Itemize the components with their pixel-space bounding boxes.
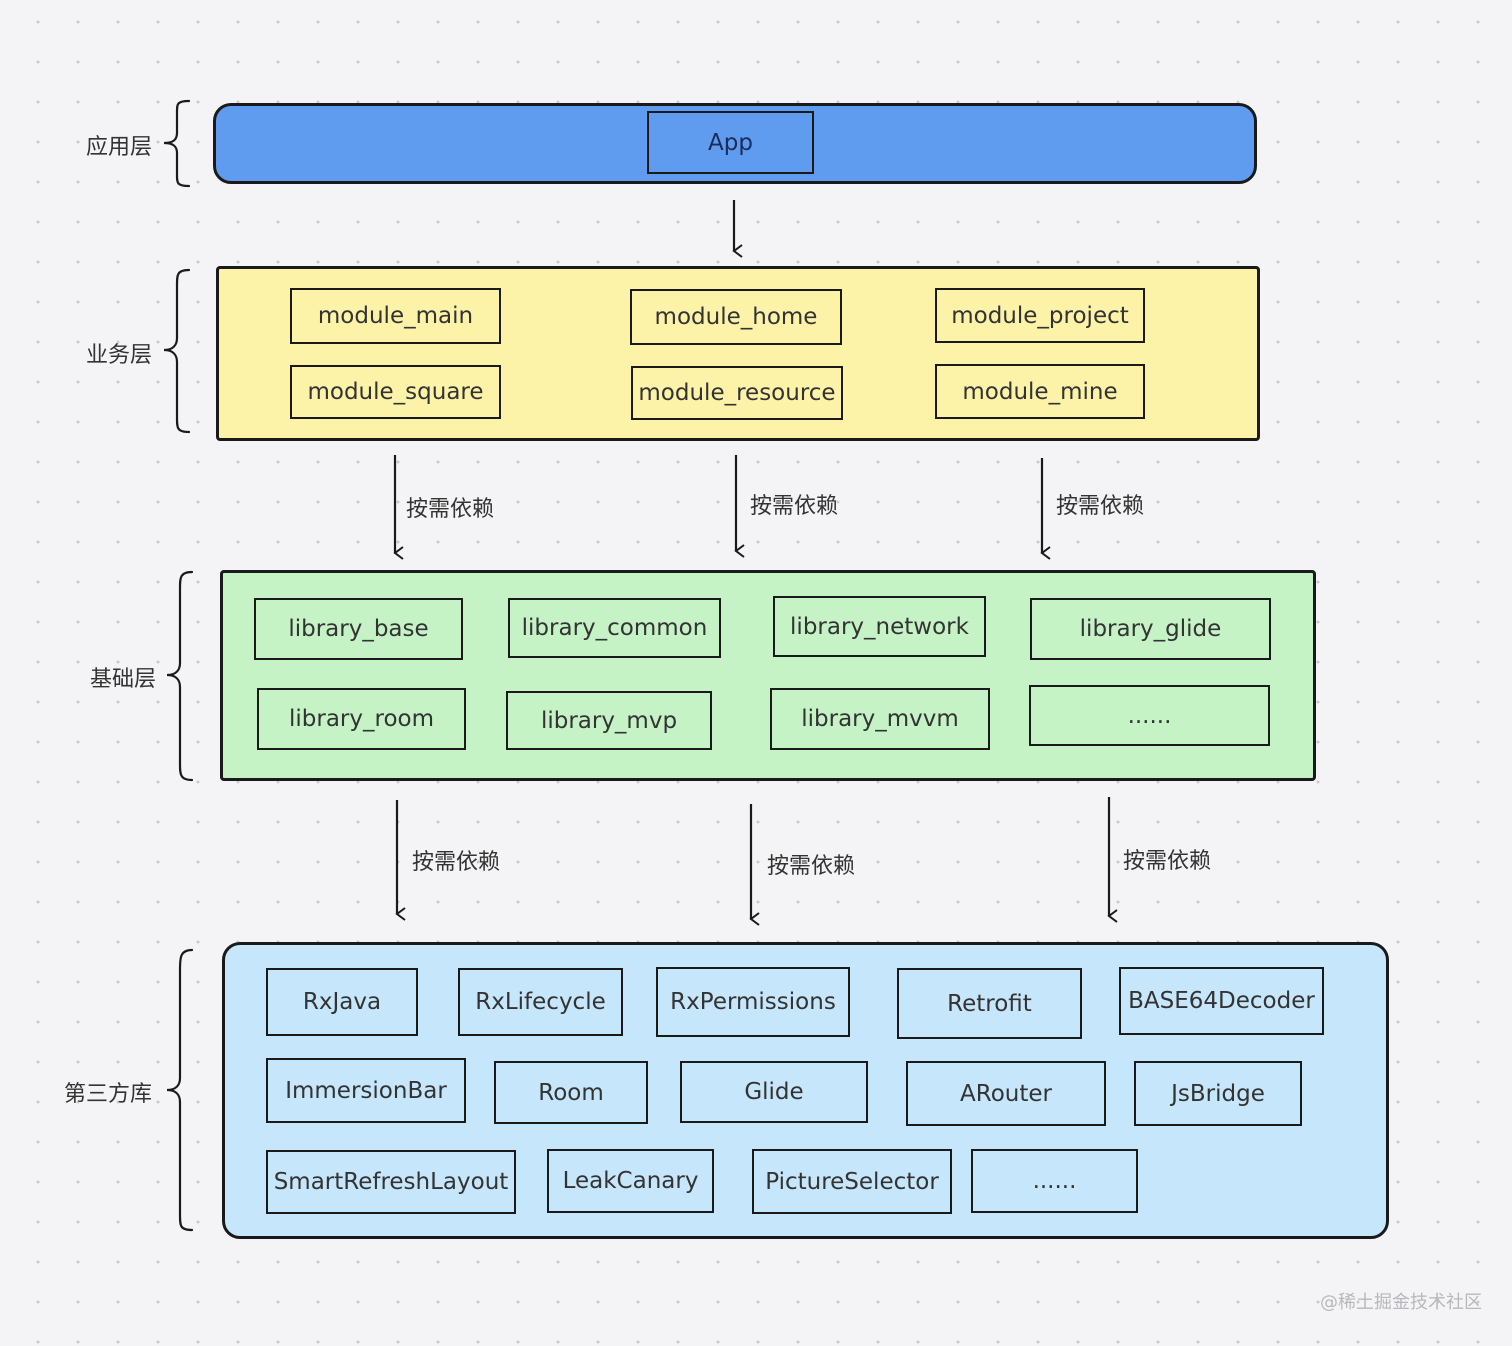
lib-glide[interactable]: Glide — [680, 1061, 868, 1123]
dependency-label: 按需依赖 — [1056, 494, 1145, 519]
third-party-layer-label: 第三方库 — [64, 1082, 153, 1107]
library-room[interactable]: library_room — [257, 688, 466, 750]
business-layer-brace — [163, 268, 191, 434]
lib-rxlifecycle[interactable]: RxLifecycle — [458, 968, 623, 1036]
lib-pictureselector[interactable]: PictureSelector — [752, 1149, 952, 1214]
lib-rxpermissions[interactable]: RxPermissions — [656, 967, 850, 1037]
library-base[interactable]: library_base — [254, 598, 463, 660]
business-layer-label: 业务层 — [86, 343, 153, 368]
module-square[interactable]: module_square — [290, 365, 501, 419]
app-layer-brace — [163, 99, 191, 188]
library-glide[interactable]: library_glide — [1030, 598, 1271, 660]
dependency-label: 按需依赖 — [1123, 849, 1212, 874]
library-network[interactable]: library_network — [773, 596, 986, 657]
library-common[interactable]: library_common — [508, 598, 721, 658]
dependency-label: 按需依赖 — [767, 854, 856, 879]
module-project[interactable]: module_project — [935, 288, 1145, 343]
base-layer-label: 基础层 — [90, 667, 157, 692]
module-mine[interactable]: module_mine — [935, 364, 1145, 419]
library-more[interactable]: ...... — [1029, 685, 1270, 746]
library-mvvm[interactable]: library_mvvm — [770, 688, 990, 750]
lib-jsbridge[interactable]: JsBridge — [1134, 1061, 1302, 1126]
library-mvp[interactable]: library_mvp — [506, 691, 712, 750]
lib-immersionbar[interactable]: ImmersionBar — [266, 1058, 466, 1123]
lib-retrofit[interactable]: Retrofit — [897, 968, 1082, 1039]
dependency-label: 按需依赖 — [412, 850, 501, 875]
module-home[interactable]: module_home — [630, 289, 842, 345]
lib-leakcanary[interactable]: LeakCanary — [547, 1149, 714, 1213]
app-layer-label: 应用层 — [86, 135, 153, 160]
watermark: @稀土掘金技术社区 — [1320, 1292, 1482, 1313]
lib-more[interactable]: ...... — [971, 1149, 1138, 1213]
lib-room[interactable]: Room — [494, 1061, 648, 1124]
module-resource[interactable]: module_resource — [631, 366, 843, 420]
lib-base64decoder[interactable]: BASE64Decoder — [1119, 967, 1324, 1035]
dependency-label: 按需依赖 — [406, 497, 495, 522]
dependency-label: 按需依赖 — [750, 494, 839, 519]
module-main[interactable]: module_main — [290, 288, 501, 344]
lib-arouter[interactable]: ARouter — [906, 1061, 1106, 1126]
third-party-layer-brace — [166, 948, 194, 1232]
base-layer-brace — [166, 570, 194, 782]
business-layer — [216, 266, 1260, 441]
lib-smartrefreshlayout[interactable]: SmartRefreshLayout — [266, 1150, 516, 1214]
lib-rxjava[interactable]: RxJava — [266, 968, 418, 1036]
module-app[interactable]: App — [647, 111, 814, 174]
